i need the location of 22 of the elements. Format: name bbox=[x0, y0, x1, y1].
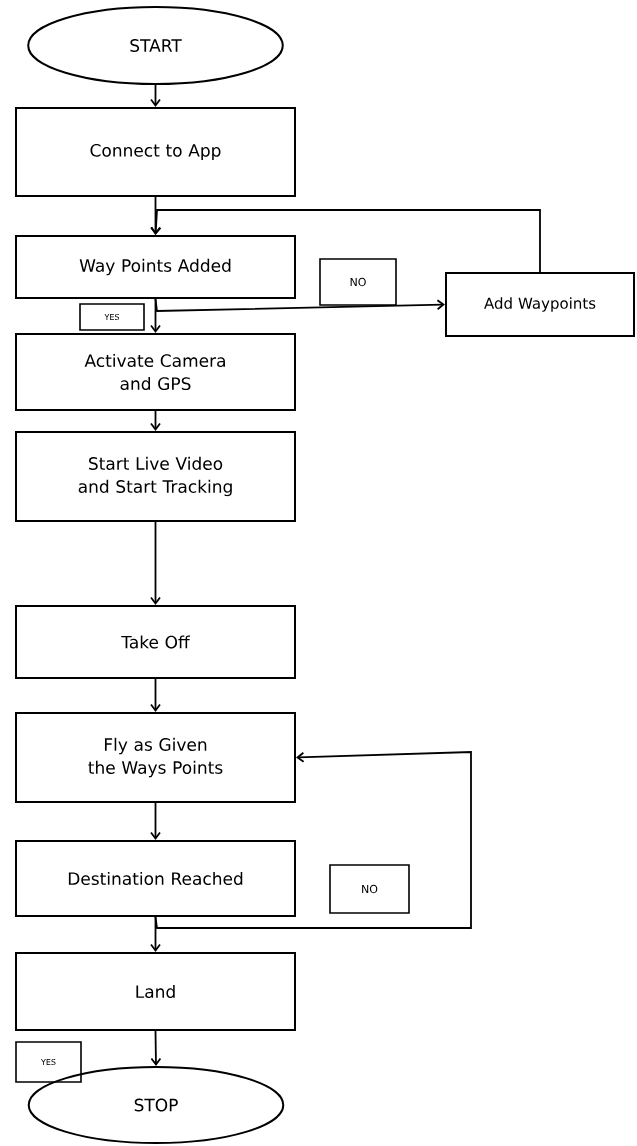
process-box: Connect to App bbox=[15, 107, 296, 197]
arrow bbox=[154, 298, 445, 312]
process-box: Land bbox=[15, 952, 296, 1031]
process-box: Start Live Video and Start Tracking bbox=[15, 431, 296, 522]
process-box: Destination Reached bbox=[15, 840, 296, 917]
arrow bbox=[150, 84, 161, 107]
process-box: Way Points Added bbox=[15, 235, 296, 299]
answer-tag: NO bbox=[319, 258, 397, 306]
answer-tag: YES bbox=[79, 303, 145, 331]
arrow bbox=[150, 802, 161, 840]
arrow bbox=[150, 521, 161, 605]
arrow bbox=[150, 410, 161, 431]
arrow bbox=[150, 209, 541, 273]
process-box: Take Off bbox=[15, 605, 296, 679]
arrow bbox=[154, 751, 472, 929]
arrow bbox=[150, 678, 161, 712]
arrow bbox=[150, 1030, 162, 1066]
answer-tag: NO bbox=[329, 864, 410, 914]
answer-tag: YES bbox=[15, 1041, 82, 1083]
process-box: Fly as Given the Ways Points bbox=[15, 712, 296, 803]
process-box: Activate Camera and GPS bbox=[15, 333, 296, 411]
process-box: Add Waypoints bbox=[445, 272, 635, 337]
